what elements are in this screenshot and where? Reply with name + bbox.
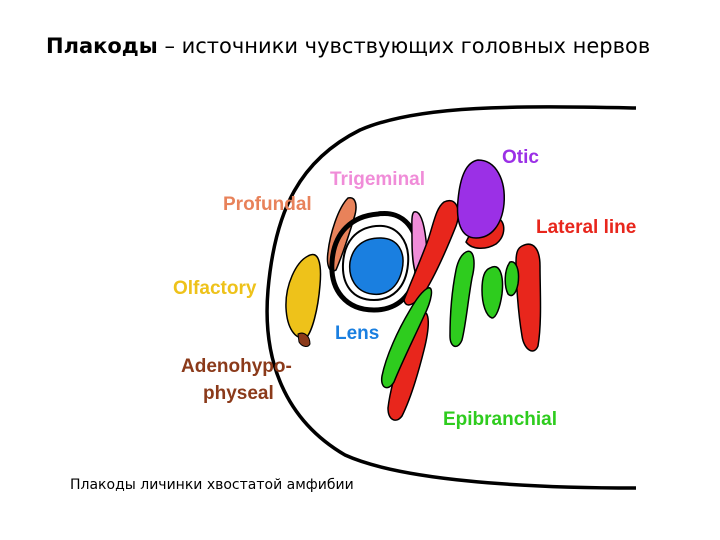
head-outline [265,105,637,490]
label-lens: Lens [335,323,379,344]
lateral-line-placode-3 [515,243,542,352]
lens-inner-ring [341,224,410,302]
label-lateral-line: Lateral line [536,217,636,238]
epibranchial-placode-3 [481,265,504,319]
label-trigeminal: Trigeminal [330,169,425,190]
epibranchial-placode-1 [380,287,433,389]
lateral-line-placode-1 [403,199,460,306]
label-olfactory: Olfactory [173,278,257,299]
slide-title: Плакоды – источники чувствующих головных… [46,34,650,58]
lens-placode [348,237,404,296]
label-profundal: Profundal [223,194,312,215]
label-epibranchial: Epibranchial [443,409,557,430]
olfactory-placode [285,253,322,339]
label-otic: Otic [502,147,539,168]
label-adenohypo-line1: Adenohypo- [181,356,292,377]
adenohypophyseal-placode [297,332,311,347]
caption: Плакоды личинки хвостатой амфибии [70,477,354,493]
label-adenohypo-line2: physeal [203,383,274,404]
slide-title-rest: – источники чувствующих головных нервов [157,34,651,58]
epibranchial-placode-4 [504,261,520,297]
epibranchial-placode-2 [449,250,475,348]
slide-title-bold: Плакоды [46,34,158,58]
otic-placode [456,159,505,239]
